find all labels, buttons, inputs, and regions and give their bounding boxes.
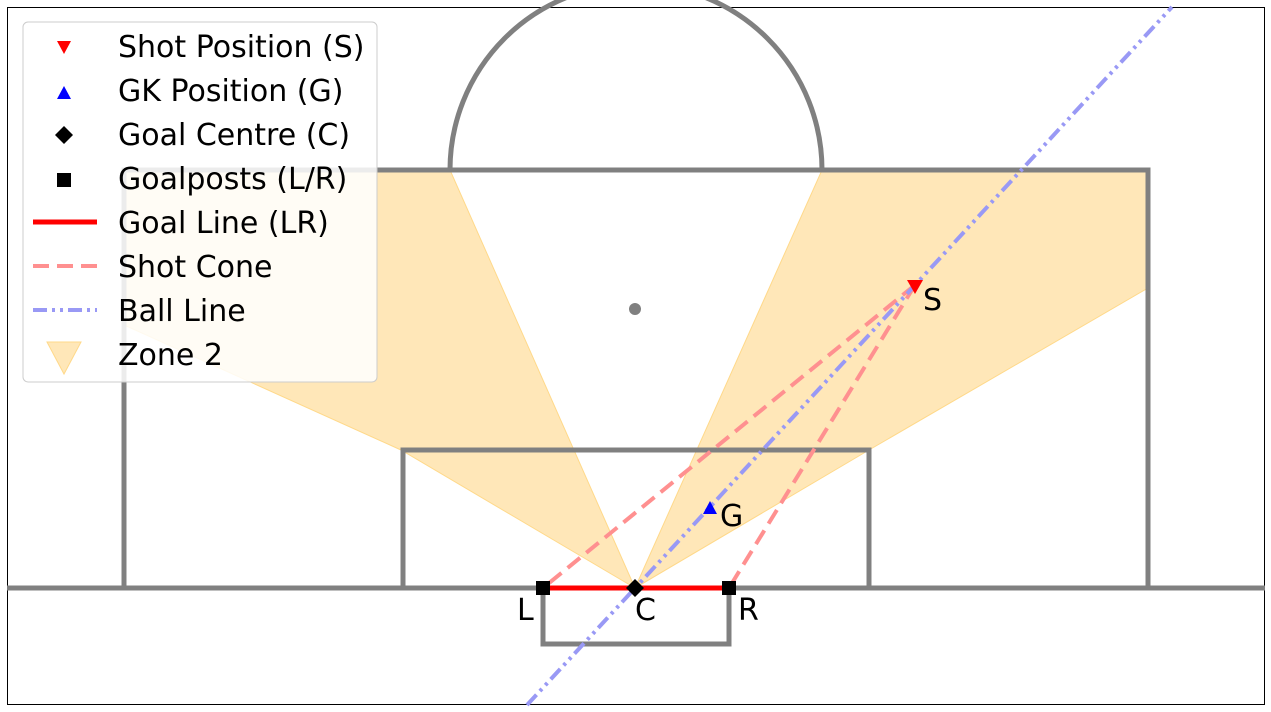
gk-position-marker bbox=[703, 501, 717, 514]
legend-box bbox=[22, 21, 378, 383]
shot-position-marker bbox=[907, 280, 923, 294]
legend-label-gk: GK Position (G) bbox=[118, 74, 343, 109]
diamond-icon bbox=[55, 126, 73, 144]
legend-label-posts: Goalposts (L/R) bbox=[118, 162, 347, 197]
gk-label: G bbox=[720, 499, 743, 534]
legend-label-goal-line: Goal Line (LR) bbox=[118, 206, 329, 241]
post-left-label: L bbox=[517, 593, 534, 628]
goal-net bbox=[540, 588, 732, 647]
goalpost-left-marker bbox=[536, 581, 550, 595]
goal-centre-marker bbox=[626, 579, 644, 597]
legend-label-centre: Goal Centre (C) bbox=[118, 118, 350, 153]
goalpost-right-marker bbox=[722, 581, 736, 595]
shot-cone-left bbox=[541, 283, 917, 590]
triangle-up-icon bbox=[57, 86, 71, 99]
post-right-label: R bbox=[738, 593, 759, 628]
centre-label: C bbox=[635, 593, 656, 628]
shot-cone-right bbox=[727, 283, 917, 590]
shot-label: S bbox=[923, 283, 942, 318]
ball-line bbox=[525, 5, 1174, 707]
zone-2-legend-swatch bbox=[46, 341, 82, 376]
shot-cone bbox=[541, 283, 917, 590]
legend-label-zone: Zone 2 bbox=[118, 338, 223, 373]
goal-area bbox=[400, 447, 872, 588]
legend-label-cone: Shot Cone bbox=[118, 250, 272, 285]
square-icon bbox=[57, 173, 71, 187]
legend: Shot Position (S) GK Position (G) Goal C… bbox=[22, 21, 378, 383]
penalty-spot bbox=[629, 303, 641, 315]
penalty-arc bbox=[447, 0, 825, 171]
legend-label-ball: Ball Line bbox=[118, 294, 246, 329]
legend-label-shot: Shot Position (S) bbox=[118, 30, 365, 65]
triangle-down-icon bbox=[57, 41, 71, 54]
